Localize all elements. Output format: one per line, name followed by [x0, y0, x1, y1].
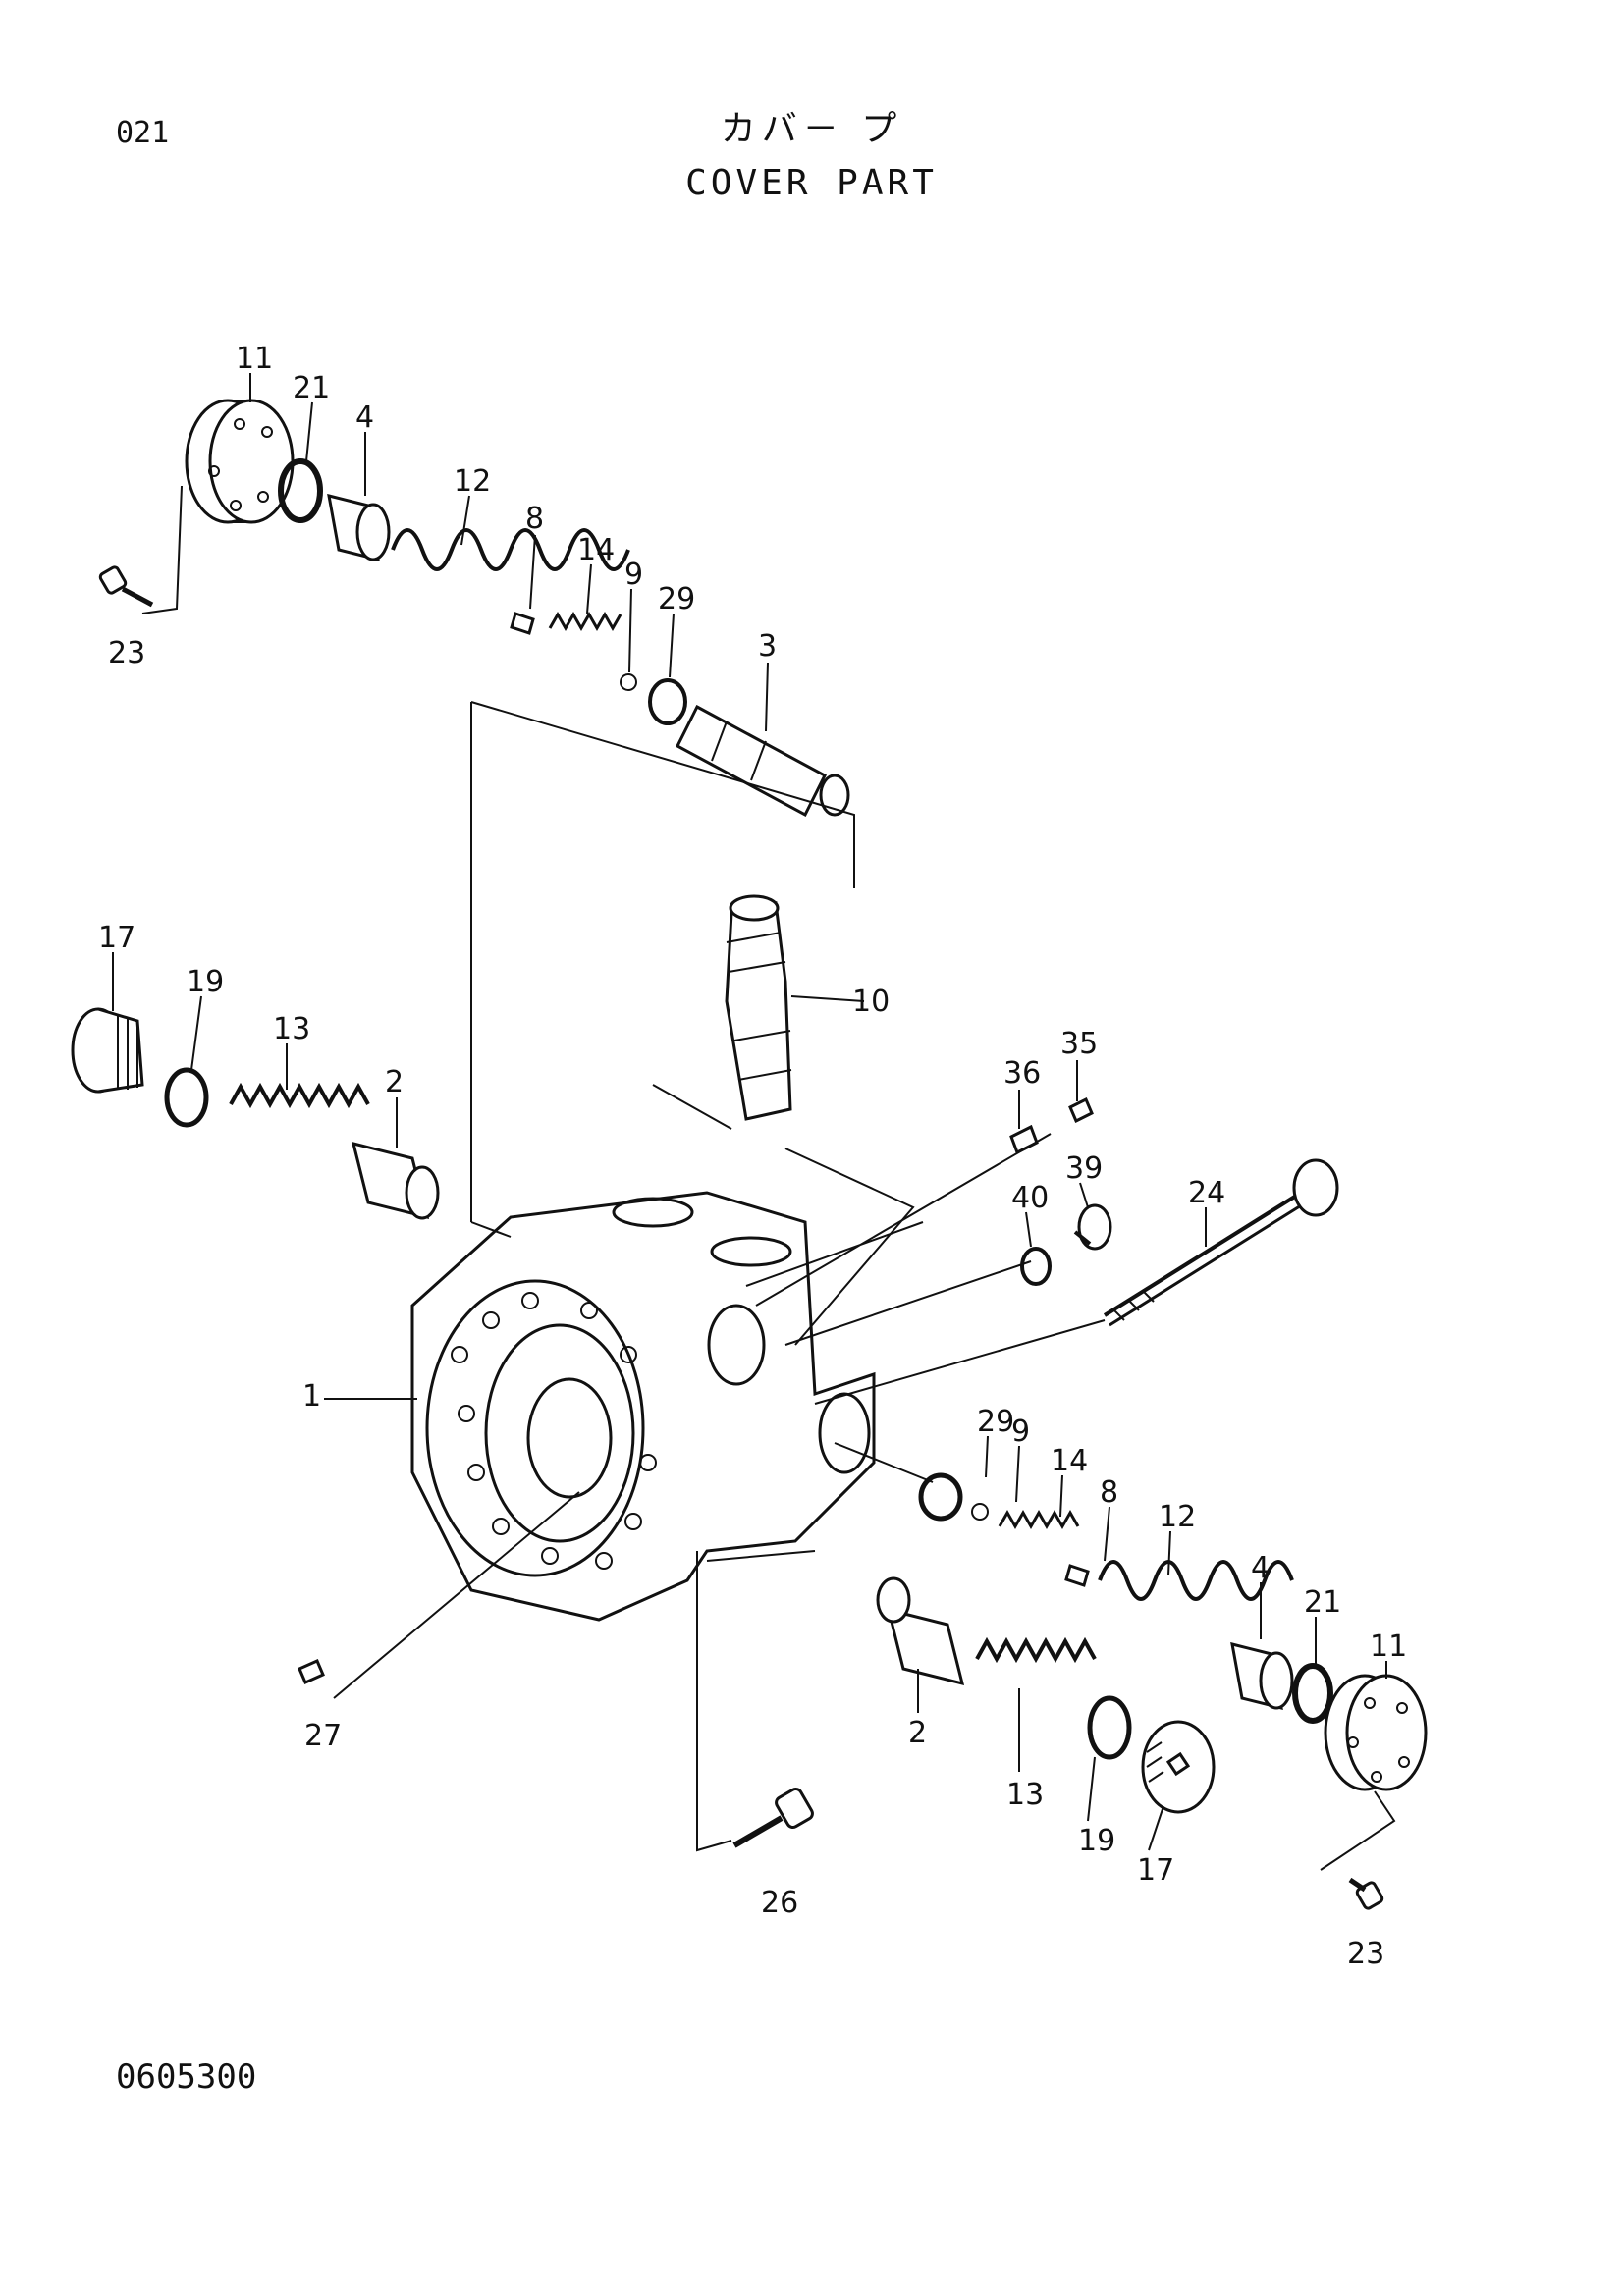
title-japanese: カバ－ プ — [720, 109, 903, 149]
part-cover-11-top — [185, 399, 295, 524]
callout-14-top: 14 — [577, 533, 615, 567]
callout-11-top: 11 — [236, 342, 273, 376]
part-spring-12-right — [1098, 1560, 1294, 1601]
callout-12-top: 12 — [454, 464, 491, 499]
part-plug-17-right — [1141, 1720, 1216, 1814]
part-cover-11-right — [1324, 1674, 1428, 1791]
figure-code: 0605300 — [116, 2057, 257, 2097]
callout-2-left: 2 — [385, 1065, 404, 1099]
part-plug-17-left — [71, 1007, 144, 1094]
part-ball-9-top — [620, 673, 637, 691]
callout-21-right: 21 — [1304, 1585, 1341, 1620]
part-spring-13-left — [229, 1082, 370, 1109]
part-screw-26 — [732, 1787, 814, 1848]
part-spring-12-top — [391, 528, 630, 571]
callout-36: 36 — [1003, 1056, 1041, 1091]
callout-9-top: 9 — [624, 558, 643, 592]
callout-2-right: 2 — [908, 1716, 927, 1750]
part-seat-8-top — [510, 612, 535, 635]
part-seat-8-right — [1064, 1564, 1090, 1587]
page-number: 021 — [116, 116, 170, 150]
callout-29-top: 29 — [658, 582, 695, 616]
part-plug-35 — [1068, 1096, 1094, 1124]
part-bolt-24 — [1103, 1158, 1339, 1327]
part-ring-29-top — [648, 678, 687, 725]
part-spring-14-right — [998, 1509, 1080, 1530]
part-plug-36 — [1009, 1124, 1039, 1155]
callout-14-right: 14 — [1051, 1444, 1088, 1478]
callout-4-top: 4 — [355, 400, 374, 435]
part-oring-21-top — [278, 458, 323, 523]
callout-17-left: 17 — [98, 921, 135, 955]
part-plug-39 — [1073, 1203, 1112, 1251]
callout-10: 10 — [852, 985, 890, 1019]
callout-19-right: 19 — [1078, 1824, 1115, 1858]
callout-9-right: 9 — [1011, 1415, 1030, 1449]
callout-39: 39 — [1065, 1151, 1103, 1186]
callout-27: 27 — [304, 1719, 342, 1753]
callout-11-right: 11 — [1370, 1629, 1407, 1664]
callout-29-right: 29 — [977, 1405, 1014, 1439]
part-spring-14-top — [548, 611, 622, 632]
part-oring-19-left — [164, 1067, 209, 1128]
part-ball-9-right — [971, 1503, 989, 1521]
part-housing-1 — [410, 1191, 876, 1622]
callout-17-right: 17 — [1137, 1853, 1174, 1888]
part-bush-4-top — [327, 493, 391, 562]
callout-40: 40 — [1011, 1181, 1049, 1215]
part-oring-19-right — [1087, 1695, 1132, 1760]
part-screw-23-right — [1348, 1877, 1384, 1910]
part-spring-13-right — [975, 1636, 1097, 1664]
part-spool-3 — [676, 704, 850, 818]
callout-13-left: 13 — [273, 1012, 310, 1046]
part-oring-40 — [1020, 1247, 1052, 1286]
part-bush-4-right — [1230, 1641, 1294, 1711]
part-relief-valve-10 — [725, 894, 865, 1121]
callout-8-top: 8 — [525, 502, 544, 536]
page-title: COVER PART — [685, 163, 938, 203]
callout-13-right: 13 — [1006, 1778, 1044, 1812]
callout-3: 3 — [758, 629, 777, 664]
callout-35: 35 — [1060, 1027, 1098, 1061]
part-ring-29-right — [918, 1472, 963, 1522]
callout-24: 24 — [1188, 1176, 1225, 1210]
callout-8-right: 8 — [1100, 1475, 1118, 1510]
callout-23-right: 23 — [1347, 1937, 1384, 1971]
part-spool-2-left — [351, 1141, 440, 1220]
part-spool-2-right — [876, 1576, 965, 1686]
callout-21-top: 21 — [293, 371, 330, 405]
callout-19-left: 19 — [187, 965, 224, 999]
part-pin-27 — [298, 1659, 325, 1684]
callout-4-right: 4 — [1251, 1551, 1270, 1585]
callout-23-top: 23 — [108, 636, 145, 670]
callout-1: 1 — [302, 1379, 321, 1414]
callout-26: 26 — [761, 1886, 798, 1920]
part-screw-23-top — [98, 565, 154, 608]
callout-12-right: 12 — [1159, 1500, 1196, 1534]
part-oring-21-right — [1292, 1663, 1333, 1724]
